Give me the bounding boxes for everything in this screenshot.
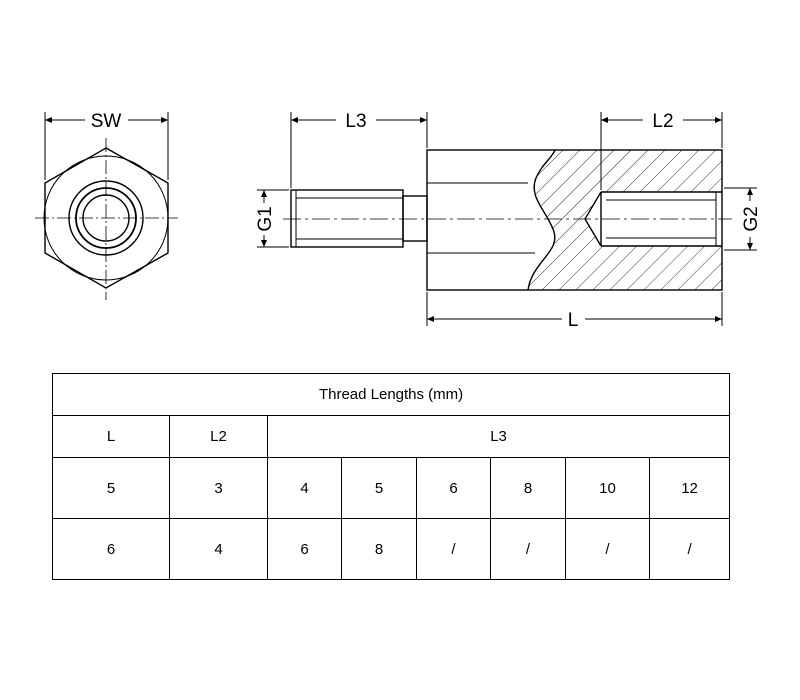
table-cell: / bbox=[648, 518, 731, 580]
sw-dimension bbox=[44, 112, 169, 180]
table-cell: / bbox=[416, 518, 491, 580]
header-l: L bbox=[52, 415, 170, 458]
table-cell: 4 bbox=[169, 518, 268, 580]
table-cell: 5 bbox=[52, 457, 170, 519]
end-view bbox=[35, 138, 178, 300]
table-row: 6 4 6 8 / / / / bbox=[52, 518, 731, 580]
l-dimension bbox=[426, 292, 723, 326]
table-cell: 3 bbox=[169, 457, 268, 519]
table-title: Thread Lengths (mm) bbox=[51, 373, 731, 416]
thread-lengths-table: Thread Lengths (mm) L L2 L3 5 3 4 5 6 8 … bbox=[51, 373, 731, 580]
table-cell: 6 bbox=[52, 518, 170, 580]
l3-dimension bbox=[290, 112, 428, 188]
table-row: 5 3 4 5 6 8 10 12 bbox=[52, 457, 731, 519]
table-cell: 8 bbox=[341, 518, 417, 580]
g1-dimension bbox=[257, 189, 289, 248]
l2-label: L2 bbox=[652, 111, 673, 132]
table-cell: / bbox=[490, 518, 566, 580]
side-view bbox=[283, 149, 732, 291]
header-l2: L2 bbox=[169, 415, 268, 458]
table-cell: 6 bbox=[416, 457, 491, 519]
g2-label: G2 bbox=[741, 206, 762, 231]
sw-label: SW bbox=[91, 111, 122, 132]
break-line bbox=[527, 149, 556, 291]
table-cell: / bbox=[565, 518, 650, 580]
table-cell: 10 bbox=[565, 457, 650, 519]
table-cell: 4 bbox=[267, 457, 342, 519]
table-cell: 8 bbox=[490, 457, 566, 519]
table-cell: 12 bbox=[648, 457, 731, 519]
l2-dimension bbox=[600, 112, 723, 190]
male-thread bbox=[290, 189, 404, 248]
l-label: L bbox=[568, 310, 579, 331]
spacer-technical-drawing: SW L3 bbox=[35, 111, 762, 331]
thread-relief bbox=[402, 195, 428, 242]
g1-label: G1 bbox=[255, 206, 276, 231]
header-l3: L3 bbox=[266, 415, 731, 458]
g2-dimension bbox=[724, 187, 757, 251]
l3-label: L3 bbox=[345, 111, 366, 132]
table-cell: 5 bbox=[341, 457, 417, 519]
table-cell: 6 bbox=[267, 518, 342, 580]
